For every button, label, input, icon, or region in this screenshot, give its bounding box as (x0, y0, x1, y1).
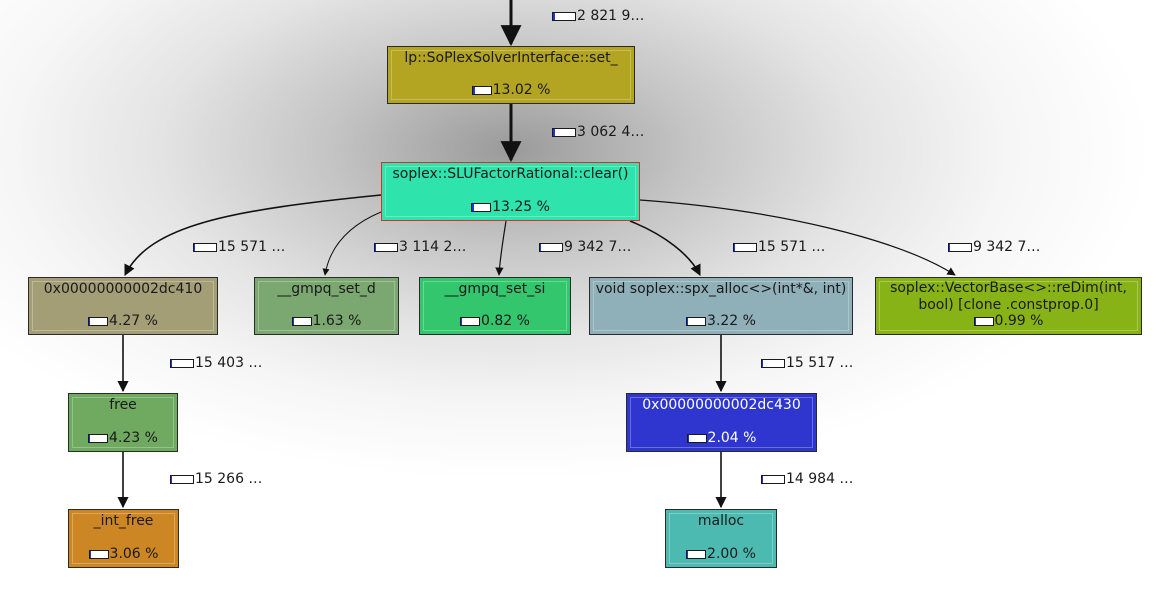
node-name: __gmpq_set_d (277, 281, 376, 297)
cost-bar (460, 317, 481, 326)
edge-clear-to-gmpq-set-d[interactable] (322, 211, 382, 276)
edge-label-text: 15 517 … (786, 355, 854, 371)
node-int-free[interactable]: _int_free 3.06 % (68, 509, 179, 568)
edge-label-free-int-free: 15 266 … (170, 471, 262, 487)
cost-bar (552, 128, 576, 137)
node-percent: 4.23 % (109, 430, 158, 446)
node-percent: 3.22 % (707, 313, 756, 329)
node-percent: 1.63 % (312, 313, 362, 329)
node-cost: 0.99 % (876, 313, 1141, 330)
node-name: __gmpq_set_si (444, 281, 546, 297)
edge-clear-to-dc410[interactable] (124, 194, 382, 277)
edge-label-text: 3 062 4… (577, 124, 645, 140)
cost-bar (761, 475, 785, 484)
cost-bar (193, 243, 217, 252)
cost-bar (686, 550, 707, 559)
node-name: void soplex::spx_alloc<>(int*&, int) (595, 281, 847, 297)
cost-bar (539, 243, 563, 252)
node-cost: 3.22 % (590, 313, 852, 330)
edge-label-clear-dc410: 15 571 … (193, 239, 285, 255)
edge-label-text: 9 342 7… (973, 239, 1041, 255)
cost-bar (471, 86, 492, 95)
edge-label-dc430-malloc: 14 984 … (761, 471, 853, 487)
cost-bar (170, 475, 194, 484)
edge-label-to-set: 2 821 9… (552, 8, 644, 24)
node-vectorbase-redim[interactable]: soplex::VectorBase<>::reDim(int, bool) [… (875, 277, 1142, 335)
node-spx-alloc[interactable]: void soplex::spx_alloc<>(int*&, int) 3.2… (589, 277, 853, 335)
node-percent: 2.00 % (707, 546, 756, 562)
node-cost: 2.00 % (666, 546, 776, 563)
edge-clear-to-redim[interactable] (639, 199, 956, 276)
node-percent: 3.06 % (109, 546, 159, 562)
node-soplex-solver-interface-set[interactable]: lp::SoPlexSolverInterface::set_ 13.02 % (387, 46, 635, 104)
cost-bar (733, 243, 757, 252)
edge-label-text: 15 571 … (218, 239, 286, 255)
node-cost: 3.06 % (69, 546, 178, 563)
node-cost: 13.02 % (388, 82, 634, 99)
cost-bar (973, 317, 994, 326)
cost-bar (552, 12, 576, 21)
node-cost: 4.23 % (69, 430, 177, 447)
edge-label-text: 9 342 7… (564, 239, 632, 255)
edge-label-spx-alloc-dc430: 15 517 … (761, 355, 853, 371)
cost-bar (761, 359, 785, 368)
node-percent: 2.04 % (707, 430, 757, 446)
node-percent: 0.82 % (481, 313, 530, 329)
node-malloc[interactable]: malloc 2.00 % (665, 509, 777, 568)
cost-bar (291, 317, 312, 326)
edge-label-text: 15 571 … (758, 239, 826, 255)
edge-label-clear-spx-alloc: 15 571 … (733, 239, 825, 255)
node-name: soplex::VectorBase<>::reDim(int, bool) [… (890, 280, 1127, 313)
node-percent: 0.99 % (994, 313, 1044, 329)
node-percent: 13.25 % (492, 199, 550, 215)
node-name: 0x00000000002dc430 (642, 397, 801, 413)
node-cost: 4.27 % (29, 313, 217, 330)
cost-bar (88, 434, 109, 443)
cost-bar (88, 550, 109, 559)
cost-bar (170, 359, 194, 368)
cost-bar (471, 203, 492, 212)
cost-bar (686, 434, 707, 443)
edge-label-dc410-free: 15 403 … (170, 355, 262, 371)
cost-bar (374, 243, 398, 252)
edge-label-text: 15 403 … (195, 355, 263, 371)
edge-label-text: 3 114 2… (399, 239, 467, 255)
edge-label-clear-gmpq-set-si: 9 342 7… (539, 239, 631, 255)
node-percent: 4.27 % (109, 313, 158, 329)
node-cost: 1.63 % (255, 313, 398, 330)
edge-label-clear-redim: 9 342 7… (948, 239, 1040, 255)
node-percent: 13.02 % (492, 82, 551, 98)
node-addr-2dc430[interactable]: 0x00000000002dc430 2.04 % (626, 393, 817, 452)
node-name: 0x00000000002dc410 (43, 281, 203, 297)
edge-label-text: 15 266 … (195, 471, 263, 487)
node-cost: 2.04 % (627, 430, 816, 447)
cost-bar (948, 243, 972, 252)
edge-label-text: 2 821 9… (577, 8, 645, 24)
edge-clear-to-spx-alloc[interactable] (629, 220, 701, 277)
node-name: _int_free (93, 513, 154, 529)
node-cost: 13.25 % (382, 199, 639, 216)
edge-label-text: 14 984 … (786, 471, 854, 487)
node-addr-2dc410[interactable]: 0x00000000002dc410 4.27 % (28, 277, 218, 335)
node-name: malloc (697, 513, 745, 529)
edge-label-clear-gmpq-set-d: 3 114 2… (374, 239, 466, 255)
node-gmpq-set-d[interactable]: __gmpq_set_d 1.63 % (254, 277, 399, 335)
edge-label-set-clear: 3 062 4… (552, 124, 644, 140)
edge-clear-to-gmpq-set-si[interactable] (495, 220, 507, 276)
node-free[interactable]: free 4.23 % (68, 393, 178, 452)
node-gmpq-set-si[interactable]: __gmpq_set_si 0.82 % (419, 277, 571, 335)
node-name: lp::SoPlexSolverInterface::set_ (404, 50, 618, 66)
cost-bar (88, 317, 109, 326)
node-cost: 0.82 % (420, 313, 570, 330)
node-name: free (109, 397, 137, 413)
node-slu-factor-rational-clear[interactable]: soplex::SLUFactorRational::clear() 13.25… (381, 162, 640, 221)
cost-bar (686, 317, 707, 326)
node-name: soplex::SLUFactorRational::clear() (392, 166, 629, 182)
